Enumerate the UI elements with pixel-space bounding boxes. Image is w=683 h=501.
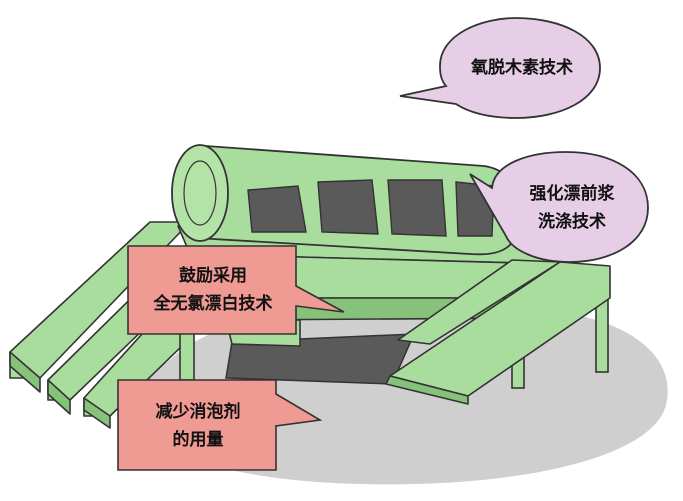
bubble-oxygen-shape [399,17,601,119]
callout-tcf-text: 鼓励采用 全无氯漂白技术 [130,262,296,318]
drum-windows [247,179,495,237]
callout-tcf-line-2: 全无氯漂白技术 [153,294,273,314]
bubble-oxygen-text: 氧脱木素技术 [452,54,592,82]
callout-tcf-line-1: 鼓励采用 [179,266,247,286]
callout-defoamer-line-2: 的用量 [172,430,224,450]
callout-defoamer-shape [117,379,323,471]
bubble-wash-line-1: 强化漂前浆 [529,184,615,204]
bubble-oxygen-line-1: 氧脱木素技术 [471,58,573,78]
bubble-wash-text: 强化漂前浆 洗涤技术 [502,180,642,236]
callout-defoamer-line-1: 减少消泡剂 [155,402,241,422]
bubble-wash-line-2: 洗涤技术 [538,212,606,232]
callout-defoamer-text: 减少消泡剂 的用量 [120,398,276,454]
callout-tcf-shape [127,245,345,335]
bubble-wash-shape [469,151,649,263]
right-chutes [385,259,611,405]
